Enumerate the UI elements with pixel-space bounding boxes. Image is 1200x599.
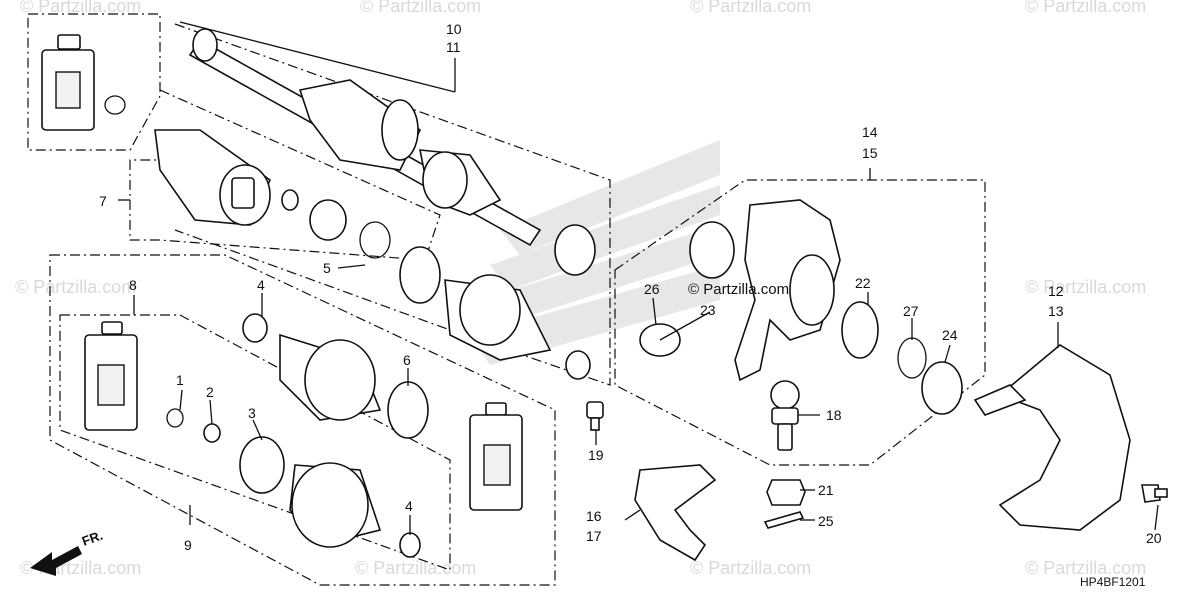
cotter-pin-icon xyxy=(763,511,805,529)
knuckle xyxy=(639,199,963,415)
inner-joint-frame xyxy=(129,89,441,261)
callout-21[interactable]: 21 xyxy=(818,482,834,498)
inner-joint xyxy=(154,129,391,259)
watermark: © Partzilla.com xyxy=(690,0,811,16)
castle-nut-icon xyxy=(766,479,806,506)
callout-13[interactable]: 13 xyxy=(1048,303,1064,319)
callouts: 10 11 7 5 8 4 6 1 2 3 4 9 14 15 26 © Par… xyxy=(99,21,1162,553)
watermark: © Partzilla.com xyxy=(20,0,141,16)
outer-boot xyxy=(399,246,591,380)
grease-bottle-right-icon xyxy=(469,402,523,511)
callout-2[interactable]: 2 xyxy=(206,384,214,400)
callout-7[interactable]: 7 xyxy=(99,193,107,209)
callout-9[interactable]: 9 xyxy=(184,537,192,553)
callout-6[interactable]: 6 xyxy=(403,352,411,368)
callout-24[interactable]: 24 xyxy=(942,327,958,343)
callout-8[interactable]: 8 xyxy=(129,277,137,293)
diagram-code: HP4BF1201 xyxy=(1080,575,1146,589)
callout-18[interactable]: 18 xyxy=(826,407,842,423)
outer-boot-lower xyxy=(239,436,421,558)
driveshaft-frame xyxy=(174,23,611,386)
cover-tab xyxy=(973,384,1027,416)
callout-3[interactable]: 3 xyxy=(248,405,256,421)
callout-26[interactable]: 26 xyxy=(644,281,660,297)
callout-11[interactable]: 11 xyxy=(446,39,461,55)
callout-12[interactable]: 12 xyxy=(1048,283,1064,299)
watermark: © Partzilla.com xyxy=(355,558,476,578)
callout-22[interactable]: 22 xyxy=(855,275,871,291)
watermark: © Partzilla.com xyxy=(690,558,811,578)
boot-inner-frame xyxy=(59,314,451,571)
grease-bottle-lower-icon xyxy=(84,321,138,431)
callout-19[interactable]: 19 xyxy=(588,447,604,463)
callout-1[interactable]: 1 xyxy=(176,372,184,388)
grease-bottle-icon xyxy=(41,34,95,131)
flange-bolt-icon xyxy=(586,401,604,431)
driveshaft-assembly xyxy=(188,28,596,276)
knuckle-frame xyxy=(614,179,986,466)
front-direction-arrow xyxy=(30,546,82,576)
callout-14[interactable]: 14 xyxy=(862,124,878,140)
callout-16[interactable]: 16 xyxy=(586,508,602,524)
snap-ring-icon xyxy=(203,423,221,443)
bolt-icon xyxy=(1141,484,1168,503)
callout-10[interactable]: 10 xyxy=(446,21,462,37)
callout-15[interactable]: 15 xyxy=(862,145,878,161)
stop-ring-icon xyxy=(166,408,184,428)
callout-17[interactable]: 17 xyxy=(586,528,602,544)
boot-set-frame xyxy=(49,254,556,586)
callout-23[interactable]: 23 xyxy=(700,302,716,318)
knuckle-guard xyxy=(634,464,717,562)
watermark: © Partzilla.com xyxy=(1025,0,1146,16)
watermark: © Partzilla.com xyxy=(360,0,481,16)
front-label: FR. xyxy=(80,528,105,549)
brake-disc-cover xyxy=(998,344,1131,531)
brand-label: © Partzilla.com xyxy=(688,281,789,298)
leader-lines xyxy=(118,21,1159,535)
ball-joint xyxy=(770,380,800,451)
callout-4[interactable]: 4 xyxy=(405,498,413,514)
callout-27[interactable]: 27 xyxy=(903,303,919,319)
watermark: © Partzilla.com xyxy=(1025,277,1146,297)
callout-4[interactable]: 4 xyxy=(257,277,265,293)
callout-5[interactable]: 5 xyxy=(323,260,331,276)
watermark: © Partzilla.com xyxy=(15,277,136,297)
callout-20[interactable]: 20 xyxy=(1146,530,1162,546)
watermark: © Partzilla.com xyxy=(1025,558,1146,578)
inner-boot xyxy=(242,313,429,439)
oil-kit-frame xyxy=(27,13,161,151)
circlip-icon xyxy=(104,95,126,115)
callout-25[interactable]: 25 xyxy=(818,513,834,529)
